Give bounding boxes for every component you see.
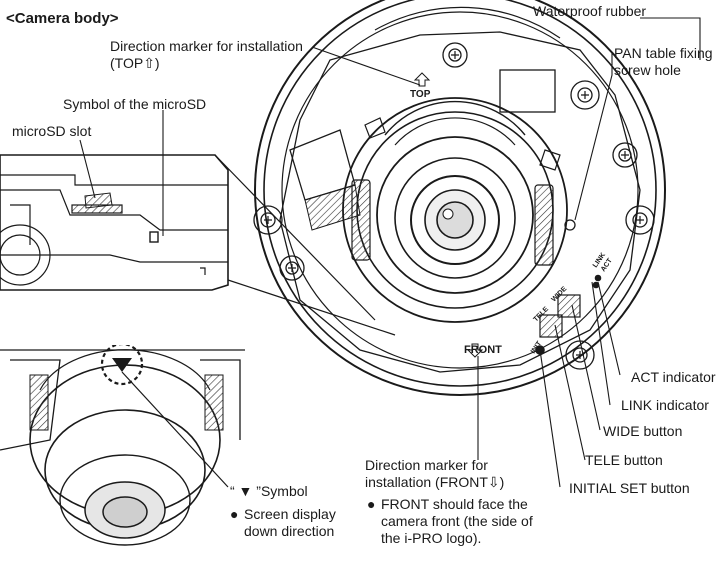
- microsd-symbol-icon: [84, 192, 113, 209]
- pan-table-line1: PAN table fixing: [614, 45, 713, 61]
- direction-marker-front-label: Direction marker for installation (FRONT…: [365, 457, 504, 491]
- pan-table-line2: screw hole: [614, 62, 681, 78]
- screen-display-line2: down direction: [244, 523, 335, 539]
- screen-display-line1: Screen display: [244, 506, 336, 522]
- front-note-line2: camera front (the side of: [381, 513, 533, 529]
- wide-button-label: WIDE button: [603, 423, 683, 439]
- tele-button-label: TELE button: [585, 452, 663, 468]
- link-indicator-label: LINK indicator: [621, 397, 709, 413]
- dome-bottom-view: [0, 345, 245, 546]
- initial-set-button-label: INITIAL SET button: [569, 480, 690, 496]
- screen-display-label: Screen display down direction: [244, 506, 336, 540]
- screen-display-bullet: ●: [230, 506, 239, 522]
- direction-marker-top-line1: Direction marker for installation: [110, 38, 303, 54]
- down-symbol-icon: [100, 345, 144, 386]
- act-indicator-label: ACT indicator: [631, 369, 716, 385]
- front-note-line1: FRONT should face the: [381, 496, 528, 512]
- leader-lines: [79, 17, 701, 488]
- waterproof-rubber-label: Waterproof rubber: [533, 3, 647, 19]
- direction-marker-top-line2: (TOP⇧): [110, 55, 160, 71]
- down-symbol-label: “ ▼ ”Symbol: [230, 483, 308, 499]
- diagram-title: <Camera body>: [6, 10, 119, 27]
- front-note-line3: the i-PRO logo).: [381, 530, 482, 546]
- symbol-microsd-label: Symbol of the microSD: [63, 96, 207, 112]
- direction-marker-top-label: Direction marker for installation (TOP⇧): [110, 38, 303, 72]
- microsd-slot-label: microSD slot: [12, 123, 92, 139]
- direction-marker-front-line1: Direction marker for: [365, 457, 488, 473]
- front-note-label: FRONT should face the camera front (the …: [381, 496, 533, 547]
- pan-table-label: PAN table fixing screw hole: [614, 45, 713, 79]
- direction-marker-front-line2: installation (FRONT⇩): [365, 474, 505, 490]
- top-marking: TOP: [410, 89, 431, 100]
- microsd-detail: [0, 154, 396, 336]
- front-marking: FRONT: [464, 344, 502, 356]
- front-note-bullet: ●: [367, 496, 376, 512]
- camera-body-drawing: [253, 0, 666, 396]
